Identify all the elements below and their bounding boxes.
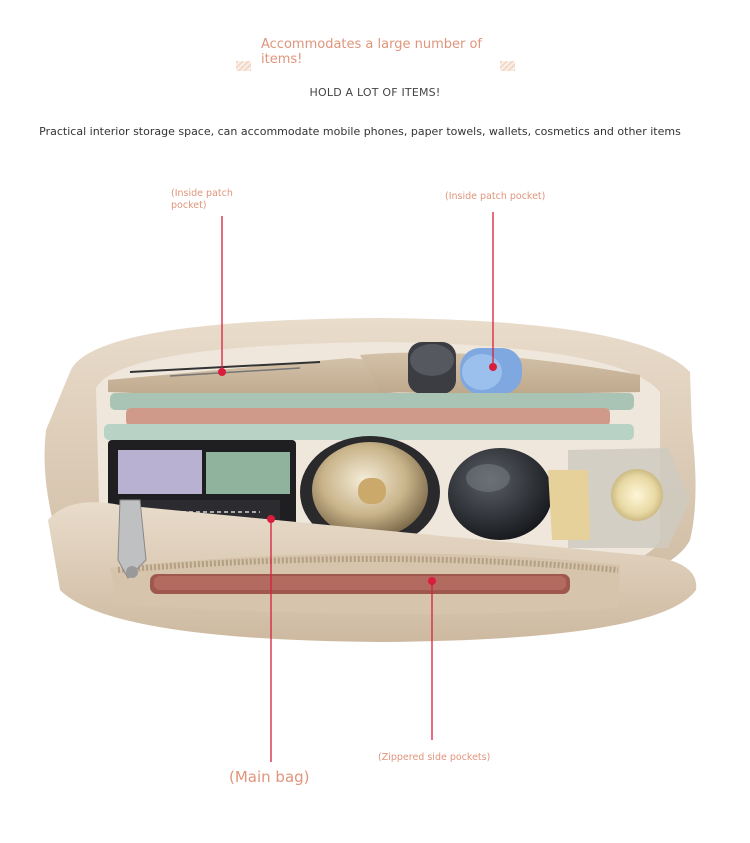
description-text: Practical interior storage space, can ac… bbox=[39, 125, 681, 138]
callout-main-bag: (Main bag) bbox=[229, 768, 310, 786]
black-cream-jar bbox=[448, 448, 552, 540]
subheadline: HOLD A LOT OF ITEMS! bbox=[309, 86, 441, 99]
headline-decoration-right bbox=[500, 61, 515, 71]
folders bbox=[104, 393, 634, 440]
callout-inside-patch-pocket-right: (Inside patch pocket) bbox=[445, 191, 546, 202]
zippered-side-pocket bbox=[48, 499, 697, 642]
callout-markers bbox=[218, 212, 497, 762]
gold-cream-jar bbox=[300, 436, 440, 548]
callout-inside-patch-pocket-left: (Inside patch pocket) bbox=[171, 188, 233, 211]
callout-zippered-side-pockets: (Zippered side pockets) bbox=[378, 752, 491, 763]
inside-patch-pocket-left bbox=[108, 358, 404, 396]
inside-patch-pocket-right bbox=[360, 342, 640, 394]
headline-decoration-left bbox=[236, 61, 251, 71]
perfume-bottle bbox=[548, 448, 690, 548]
headline: Accommodates a large number of items! bbox=[261, 37, 482, 67]
